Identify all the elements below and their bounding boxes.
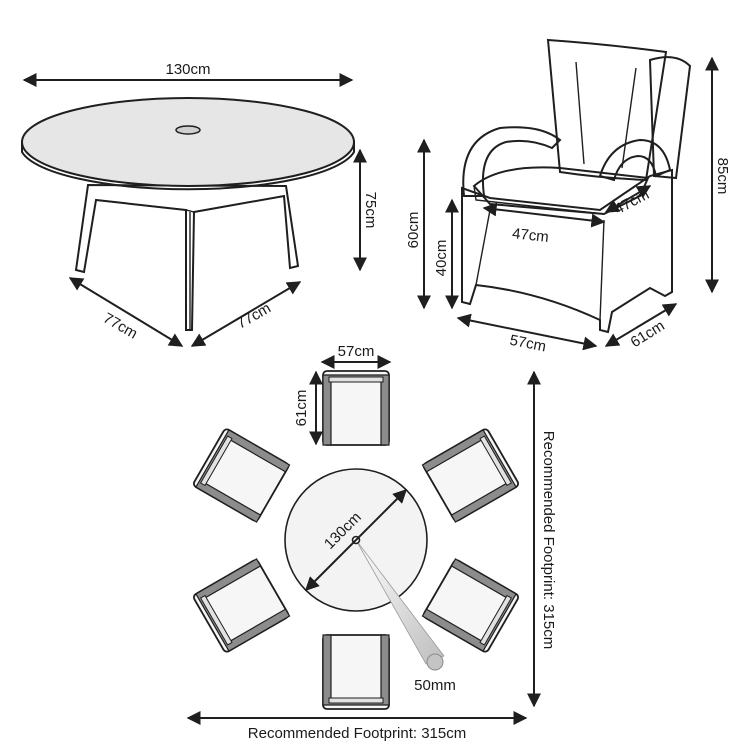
- chair-seat-depth-label: 47cm: [612, 186, 652, 218]
- table-top-edge: [21, 141, 355, 191]
- parasol-pole-icon: [426, 653, 444, 671]
- chair-seat-width-label: 47cm: [511, 225, 549, 246]
- plan-chair-lower-left: [193, 558, 291, 653]
- chair-total-height-label: 85cm: [714, 158, 731, 195]
- table-diameter-label: 130cm: [165, 61, 210, 78]
- parasol-hole-icon: [175, 125, 201, 135]
- chair-depth-label: 61cm: [628, 317, 668, 351]
- chair-illustration: [461, 38, 692, 334]
- table-illustration: [21, 97, 355, 331]
- plan-chair-width-label: 57cm: [338, 343, 375, 360]
- plan-chair-top: [322, 370, 390, 446]
- table-base-left-label: 77cm: [100, 310, 140, 343]
- plan-view: 130cm 50mm: [186, 343, 557, 742]
- footprint-horizontal-label: Recommended Footprint: 315cm: [248, 725, 466, 742]
- table-height-label: 75cm: [362, 192, 379, 229]
- chair-back-cushion: [546, 38, 668, 182]
- chair-width-label: 57cm: [508, 332, 547, 356]
- footprint-vertical-label: Recommended Footprint: 315cm: [540, 431, 557, 649]
- chair-left-arm: [462, 126, 562, 197]
- chair-frame: [461, 168, 673, 334]
- chair-right-arm: [598, 138, 672, 182]
- plan-chair-upper-right: [421, 428, 519, 523]
- table-top: [21, 97, 355, 187]
- chair-arm-height-label: 60cm: [405, 212, 422, 249]
- chair-back-frame: [648, 56, 692, 180]
- chair-seat-height-label: 40cm: [433, 240, 450, 277]
- plan-chair-bottom: [322, 634, 390, 710]
- plan-chair-upper-left: [193, 428, 291, 523]
- plan-chair-lower-right: [421, 558, 519, 653]
- plan-chair-depth-label: 61cm: [293, 390, 310, 427]
- table-base-right-label: 77cm: [234, 300, 274, 333]
- parasol-hole-label: 50mm: [414, 677, 456, 694]
